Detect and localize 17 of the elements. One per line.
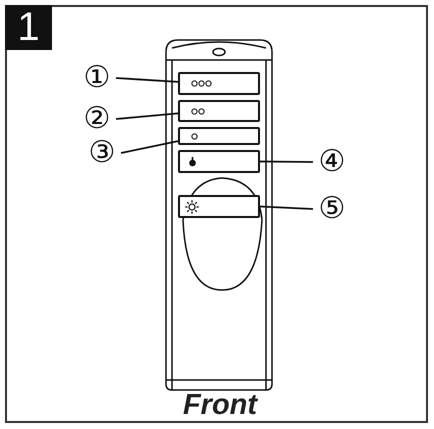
- leader-line: [116, 77, 178, 83]
- remote-button: [178, 150, 260, 173]
- callout-number: ④: [315, 146, 349, 178]
- leader-line: [260, 206, 314, 210]
- remote-button: [178, 127, 260, 145]
- remote-button: [178, 195, 260, 218]
- panel-number: 1: [5, 5, 52, 50]
- callout-number: ②: [80, 103, 114, 135]
- callout-number: ⑤: [315, 193, 349, 225]
- leader-line: [116, 112, 178, 120]
- remote-button: [178, 100, 260, 122]
- callout-number: ①: [80, 62, 114, 94]
- leader-line: [120, 140, 178, 154]
- remote-button: [178, 72, 260, 95]
- leader-line: [260, 160, 313, 163]
- callout-number: ③: [85, 137, 119, 169]
- caption: Front: [182, 390, 259, 420]
